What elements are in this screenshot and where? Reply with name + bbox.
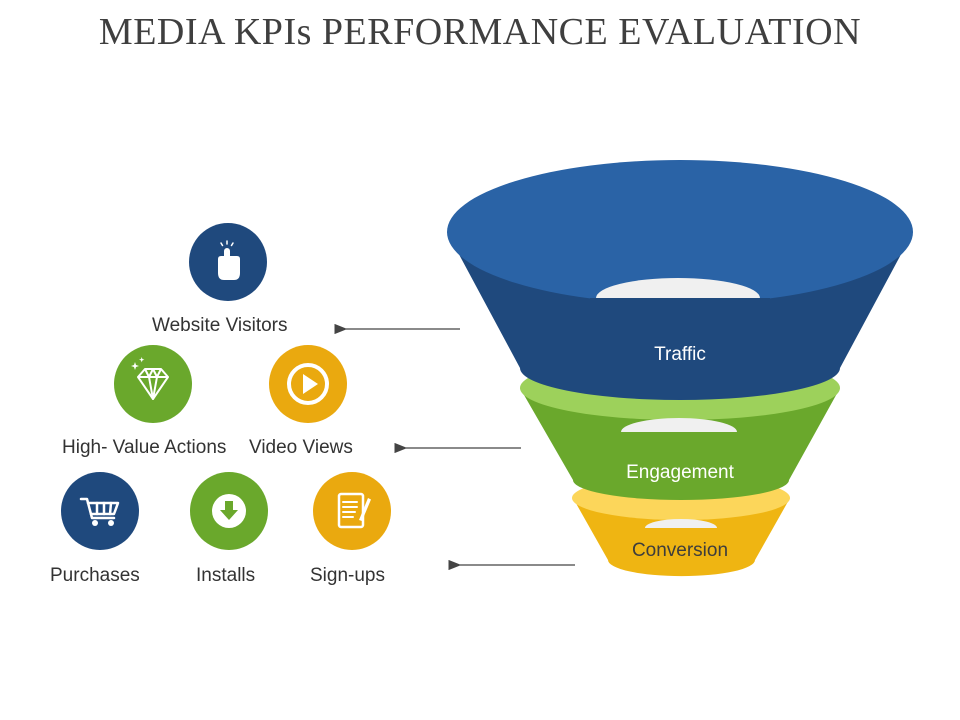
play-icon xyxy=(287,363,329,405)
website-visitors-label: Website Visitors xyxy=(152,315,288,336)
signups-label: Sign-ups xyxy=(310,565,385,586)
diamond-icon xyxy=(131,357,169,400)
high-value-actions-label: High- Value Actions xyxy=(62,437,227,458)
purchases-badge xyxy=(61,472,139,550)
funnel-stage-traffic xyxy=(447,160,913,400)
page-title: MEDIA KPIs PERFORMANCE EVALUATION xyxy=(98,11,862,53)
download-icon xyxy=(212,494,246,528)
installs-label: Installs xyxy=(196,565,256,586)
stage-label-traffic: Traffic xyxy=(654,344,706,365)
traffic-rim xyxy=(447,160,913,304)
pointing-hand-icon xyxy=(218,240,240,280)
stage-label-conversion: Conversion xyxy=(631,540,729,561)
video-views-label: Video Views xyxy=(249,437,353,458)
purchases-label: Purchases xyxy=(50,565,140,586)
shopping-cart-icon xyxy=(79,497,120,526)
video-views-badge xyxy=(269,345,347,423)
installs-badge xyxy=(190,472,268,550)
stage-label-engagement: Engagement xyxy=(626,462,734,483)
high-value-actions-badge xyxy=(114,345,192,423)
form-icon xyxy=(337,492,371,529)
website-visitors-badge xyxy=(189,223,267,301)
signups-badge xyxy=(313,472,391,550)
